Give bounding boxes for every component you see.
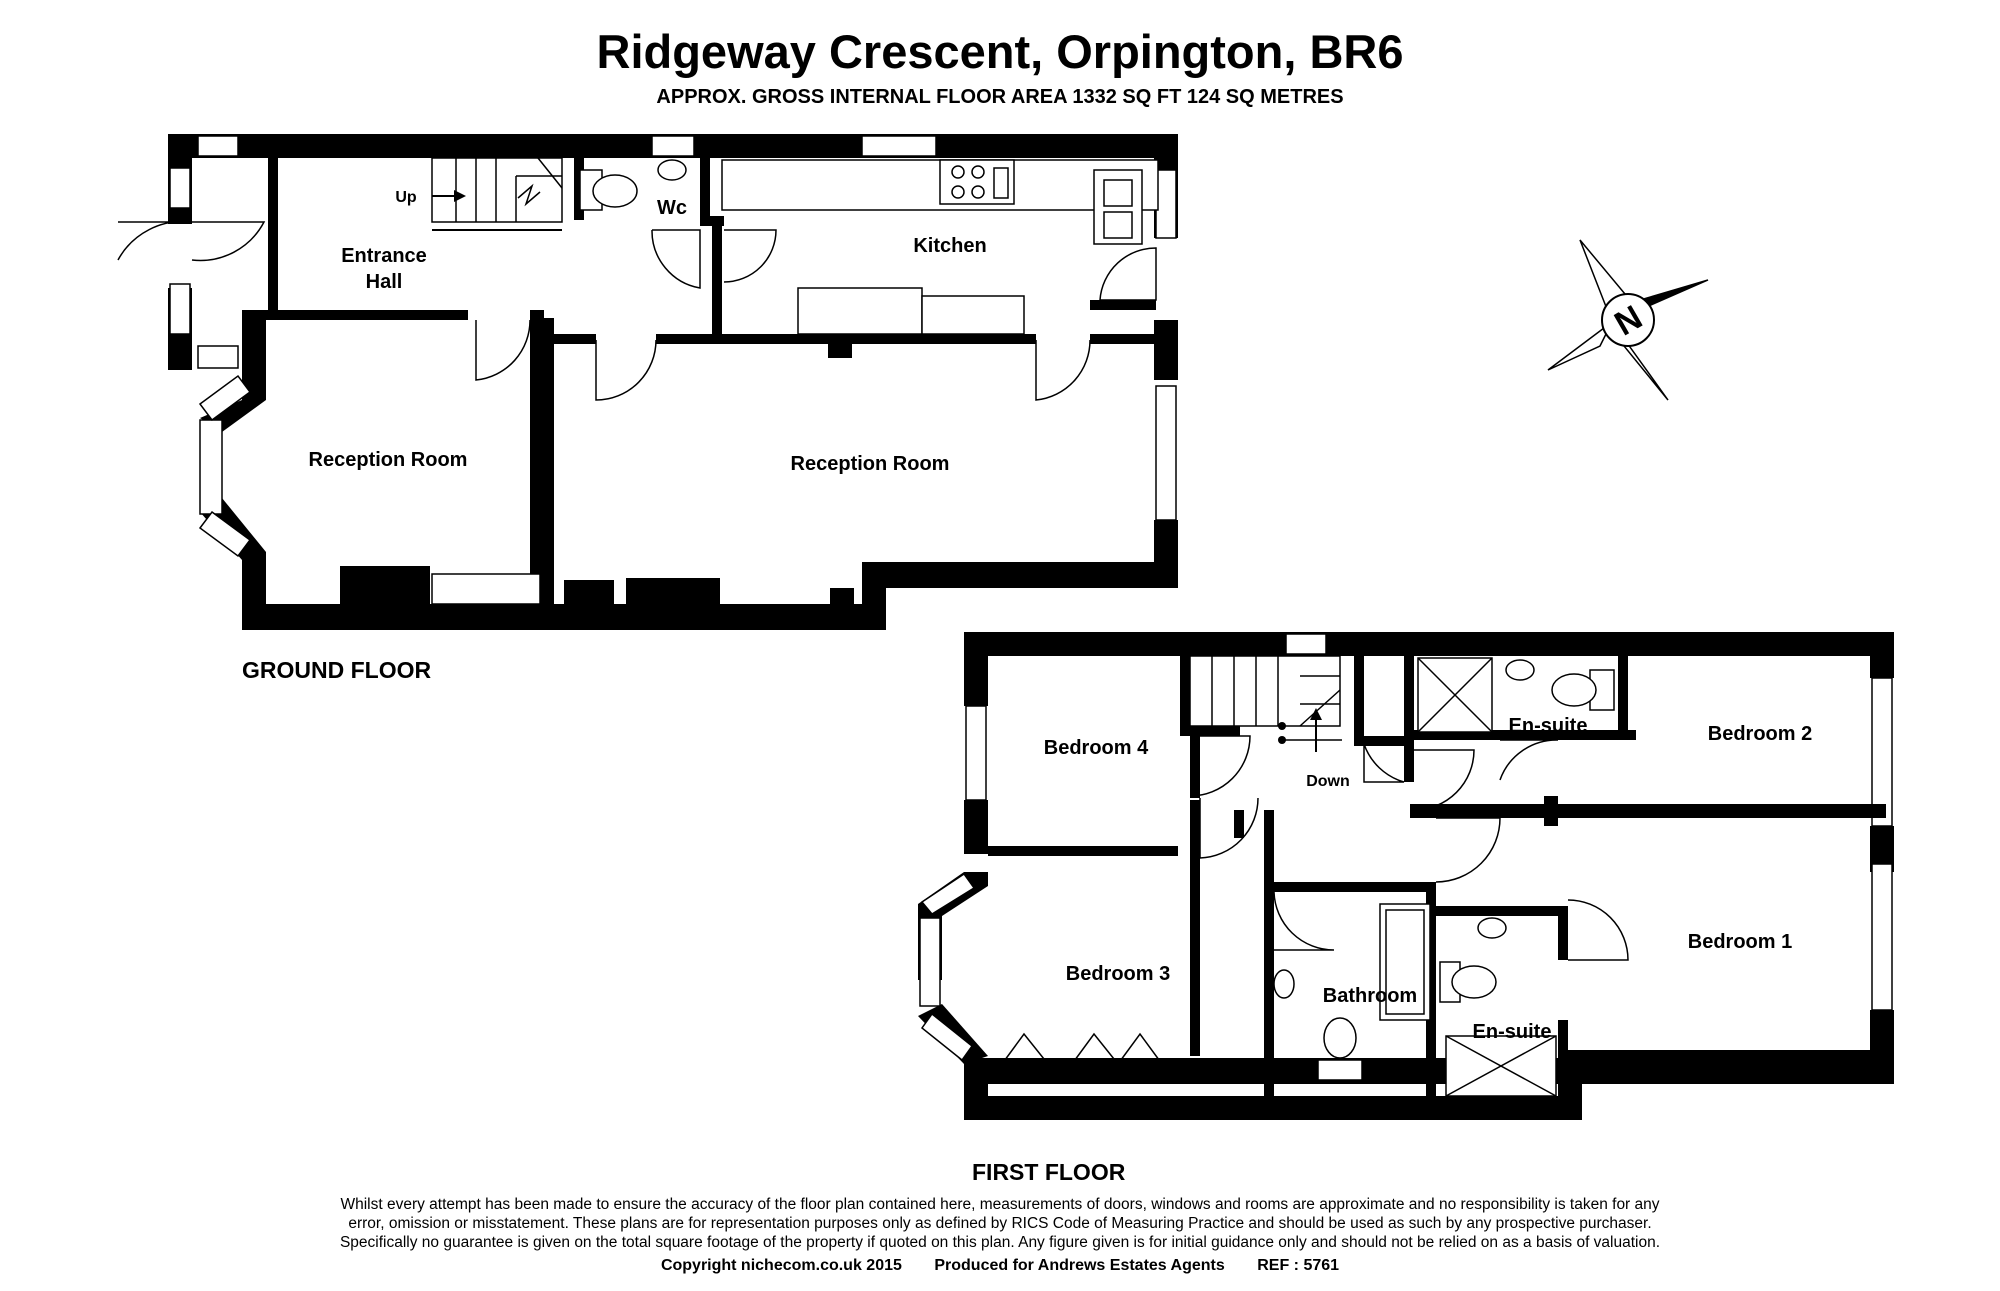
entrance-hall-label-line2: Hall (366, 271, 403, 293)
stairs-up-label: Up (395, 189, 417, 206)
north-compass-icon: N (1547, 239, 1709, 401)
plan-title: Ridgeway Crescent, Orpington, BR6 (596, 25, 1404, 78)
bedroom-1-label: Bedroom 1 (1688, 931, 1792, 953)
disclaimer-line: Whilst every attempt has been made to en… (340, 1196, 1660, 1213)
ensuite-top-label: En-suite (1509, 715, 1588, 737)
bedroom-4-label: Bedroom 4 (1044, 737, 1149, 759)
footer: Copyright nichecom.co.uk 2015 Produced f… (0, 1257, 2000, 1275)
bathroom-label: Bathroom (1323, 985, 1417, 1007)
first-floor-plan (918, 632, 1894, 1120)
reception-room-front-label: Reception Room (309, 449, 468, 471)
bedroom-3-label: Bedroom 3 (1066, 963, 1170, 985)
copyright-text: Copyright nichecom.co.uk 2015 (660, 1257, 902, 1274)
produced-for-text: Produced for Andrews Estates Agents (934, 1257, 1225, 1274)
disclaimer-line: Specifically no guarantee is given on th… (339, 1234, 1661, 1251)
wc-label: Wc (657, 197, 687, 219)
stairs-down-label: Down (1306, 773, 1350, 790)
reception-room-rear-label: Reception Room (791, 453, 950, 475)
disclaimer-line: error, omission or misstatement. These p… (348, 1215, 1652, 1232)
reference-text: REF : 5761 (1257, 1257, 1340, 1274)
disclaimer-text: Whilst every attempt has been made to en… (220, 1195, 1780, 1252)
ground-floor-plan (117, 134, 1178, 630)
kitchen-label: Kitchen (913, 235, 986, 257)
bedroom-2-label: Bedroom 2 (1708, 723, 1812, 745)
ground-floor-label: GROUND FLOOR (242, 657, 431, 683)
floor-area-subtitle: APPROX. GROSS INTERNAL FLOOR AREA 1332 S… (656, 86, 1344, 108)
entrance-hall-label-line1: Entrance (341, 245, 427, 267)
first-floor-label: FIRST FLOOR (972, 1159, 1126, 1185)
ensuite-bottom-label: En-suite (1473, 1021, 1552, 1043)
